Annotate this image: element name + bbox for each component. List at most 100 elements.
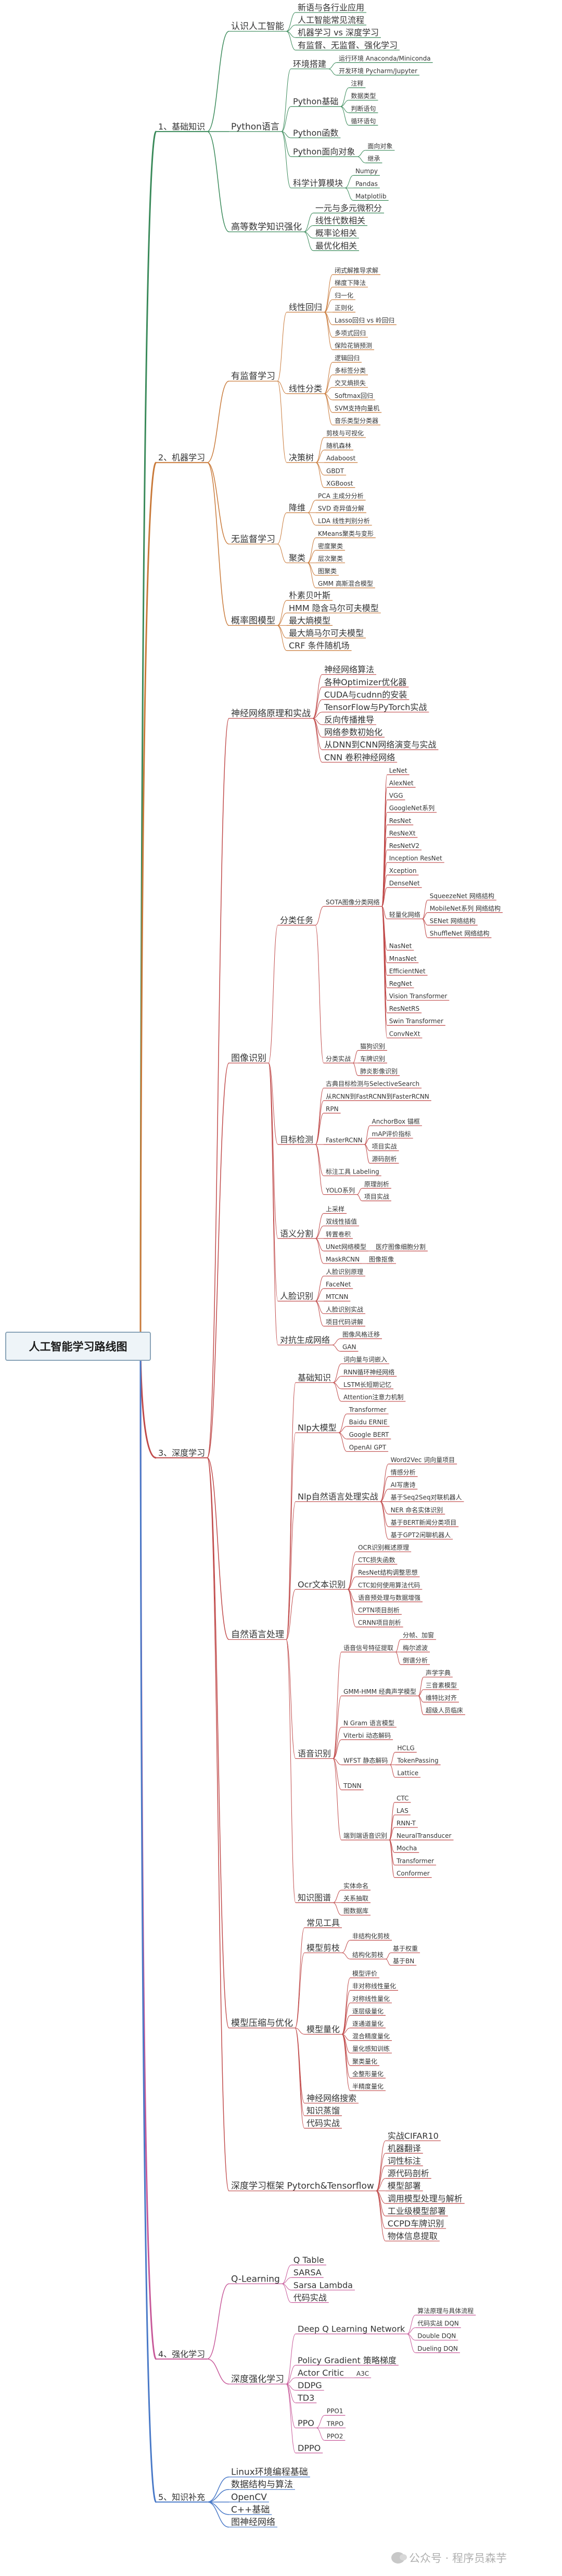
node-b3-3-5-2-1[interactable]: 声学字典 <box>423 1669 453 1678</box>
node-b3-2-1-1-8[interactable]: Inception ResNet <box>387 855 444 863</box>
node-b4-2-2[interactable]: Policy Gradient 策略梯度 <box>296 2355 399 2366</box>
node-b3-2-1-2-2[interactable]: 车牌识别 <box>358 1055 388 1064</box>
node-b3-2-1-1-11-3[interactable]: SENet 网络结构 <box>427 917 478 926</box>
node-b3-2-1-1-6[interactable]: ResNeXt <box>387 830 418 838</box>
node-b3-4-5[interactable]: 知识蒸馏 <box>304 2106 342 2116</box>
node-b2-1-1[interactable]: 线性回归 <box>287 302 325 313</box>
node-b2-2-2-5[interactable]: GMM 高斯混合模型 <box>316 579 375 588</box>
node-b4-1[interactable]: Q-Learning <box>229 2274 282 2284</box>
node-b3[interactable]: 3、深度学习 <box>156 1448 208 1459</box>
node-b3-3-5-5[interactable]: WFST 静态解码 <box>341 1757 390 1766</box>
node-b3-3-4-3[interactable]: ResNet结构调整思想 <box>355 1568 420 1577</box>
node-b3-2-1-1-11-4[interactable]: ShuffleNet 网络结构 <box>427 930 492 938</box>
node-b3-5[interactable]: 深度学习框架 Pytorch&Tensorflow <box>229 2181 376 2192</box>
node-b2-1-1-2[interactable]: 梯度下降法 <box>333 279 368 288</box>
node-b3-2-1-1-15[interactable]: RegNet <box>387 980 414 988</box>
node-b3-3-2-1[interactable]: Transformer <box>347 1406 389 1414</box>
node-b3-3-4-2[interactable]: CTC损失函数 <box>355 1556 398 1565</box>
node-b3-4-3[interactable]: 模型量化 <box>304 2025 342 2035</box>
node-b2-1-2-2[interactable]: 多标签分类 <box>333 367 368 376</box>
node-b2-1-3[interactable]: 决策树 <box>287 453 316 463</box>
node-b2-2-2-4[interactable]: 图聚类 <box>316 568 339 576</box>
node-b3-2-1-2-3[interactable]: 肺炎影像识别 <box>358 1068 400 1076</box>
node-b3-2-3-2[interactable]: 双线性插值 <box>324 1218 360 1227</box>
node-b1-1-2[interactable]: 人工智能常见流程 <box>296 15 367 25</box>
node-b2-1-2[interactable]: 线性分类 <box>287 384 325 394</box>
node-b1-2-5-1[interactable]: Numpy <box>353 168 380 176</box>
node-b2-1-2-6[interactable]: 音乐类型分类器 <box>333 417 381 426</box>
node-b3-3-5-2-2[interactable]: 三音素模型 <box>423 1681 459 1690</box>
node-b3-2-2-2[interactable]: 从RCNN到FastRCNN到FasterRCNN <box>324 1093 431 1101</box>
node-b5[interactable]: 5、知识补充 <box>156 2492 208 2503</box>
node-b3-4-3-5[interactable]: 逐通道量化 <box>350 2020 386 2029</box>
node-b1-2-2-3[interactable]: 判断语句 <box>349 105 378 113</box>
node-b3-5-6[interactable]: 调用模型处理与解析 <box>385 2194 465 2204</box>
node-b3-3-3-7[interactable]: 基于GPT2闲聊机器人 <box>388 1531 453 1540</box>
node-b3-3-6-3[interactable]: 图数据库 <box>341 1907 371 1916</box>
node-b3-2-5[interactable]: 对抗生成网络 <box>278 1335 333 1346</box>
node-b3-4[interactable]: 模型压缩与优化 <box>229 2018 295 2029</box>
node-b3-2-5-1[interactable]: 图像风格迁移 <box>340 1331 382 1339</box>
node-b4-2-1-4[interactable]: Dueling DQN <box>415 2345 460 2353</box>
node-b1-2-1-1[interactable]: 运行环境 Anaconda/Miniconda <box>336 54 433 63</box>
node-b1-3[interactable]: 高等数学知识强化 <box>229 222 304 233</box>
node-b4-2-5[interactable]: TD3 <box>296 2393 317 2403</box>
node-b4-1-1[interactable]: Q Table <box>291 2255 326 2265</box>
node-b3-2-1-1-7[interactable]: ResNetV2 <box>387 842 422 851</box>
node-b1-2-2[interactable]: Python基础 <box>290 97 341 107</box>
node-b3-3-5-7-6[interactable]: Transformer <box>394 1857 437 1865</box>
node-b5-4[interactable]: C++基础 <box>229 2505 272 2515</box>
node-b1-2-2-4[interactable]: 循环语句 <box>349 118 378 126</box>
node-b4-2[interactable]: 深度强化学习 <box>229 2374 286 2385</box>
node-b3-3-4-7[interactable]: CRNN项目剖析 <box>355 1619 403 1628</box>
node-b1-2-2-1[interactable]: 注释 <box>349 80 366 88</box>
node-b3-3-4-4[interactable]: CTC如何使用算法代码 <box>355 1581 423 1590</box>
node-b3-2-1-1-10[interactable]: DenseNet <box>387 880 422 888</box>
node-b4-2-4[interactable]: DDPG <box>296 2380 324 2391</box>
node-b2-1-1-4[interactable]: 正则化 <box>333 304 356 313</box>
node-b4-2-1-2[interactable]: 代码实战 DQN <box>415 2320 461 2328</box>
node-b2-1-1-7[interactable]: 保险花销预测 <box>333 341 375 351</box>
node-b3-4-3-3[interactable]: 对称线性量化 <box>350 1995 392 2003</box>
node-b3-1[interactable]: 神经网络原理和实战 <box>229 709 313 719</box>
node-b3-5-3[interactable]: 词性标注 <box>385 2156 423 2167</box>
node-b4[interactable]: 4、强化学习 <box>156 2349 208 2360</box>
node-b3-2-1-1-14[interactable]: EfficientNet <box>387 968 428 976</box>
node-b1-2-1[interactable]: 环境搭建 <box>290 59 328 70</box>
node-b1[interactable]: 1、基础知识 <box>156 122 208 132</box>
node-b3-2-1-1[interactable]: SOTA图像分类网络 <box>324 898 382 907</box>
node-b1-2-4-1[interactable]: 面向对象 <box>365 142 395 151</box>
node-b3-4-2-1[interactable]: 非结构化剪枝 <box>350 1932 392 1941</box>
node-b3-2-2-6[interactable]: YOLO系列 <box>324 1187 357 1195</box>
node-b3-2-1-1-19[interactable]: ConvNeXt <box>387 1030 423 1038</box>
node-b4-1-2[interactable]: SARSA <box>291 2268 324 2278</box>
node-b2-3[interactable]: 概率图模型 <box>229 615 277 626</box>
node-b3-4-2-2[interactable]: 结构化剪枝 <box>350 1951 386 1960</box>
node-b2-2-2[interactable]: 聚类 <box>287 553 308 563</box>
node-b2-1-2-1[interactable]: 逻辑回归 <box>333 355 362 363</box>
node-b3-3-5-7-4[interactable]: NeuralTransducer <box>394 1832 454 1840</box>
node-b3-3-5-2-4[interactable]: 超级人员临床 <box>423 1706 465 1715</box>
node-b3-4-1[interactable]: 常见工具 <box>304 1918 342 1928</box>
node-b3-2-1-1-13[interactable]: MnasNet <box>387 955 419 963</box>
node-b4-2-1-3[interactable]: Double DQN <box>415 2333 458 2341</box>
node-b3-4-3-9[interactable]: 全整形量化 <box>350 2070 386 2079</box>
node-b3-1-4[interactable]: TensorFlow与PyTorch实战 <box>322 702 429 713</box>
root-node[interactable]: 人工智能学习路线图 <box>5 1332 151 1361</box>
node-b3-2-2[interactable]: 目标检测 <box>278 1135 316 1145</box>
node-b3-2-4-3[interactable]: MTCNN <box>324 1293 351 1302</box>
node-b3-3-5-4[interactable]: Viterbi 动态解码 <box>341 1732 393 1741</box>
node-b1-3-1[interactable]: 一元与多元微积分 <box>313 203 385 214</box>
node-b4-2-1[interactable]: Deep Q Learning Network <box>296 2324 407 2335</box>
node-b3-3-5-6[interactable]: TDNN <box>341 1782 364 1791</box>
node-b3-2-2-4-3[interactable]: 项目实战 <box>369 1142 399 1151</box>
node-b3-1-6[interactable]: 网络参数初始化 <box>322 727 385 738</box>
node-b1-3-4[interactable]: 最优化相关 <box>313 241 360 251</box>
node-b3-3-3-3[interactable]: AI写唐诗 <box>388 1481 418 1490</box>
node-b4-2-6-1[interactable]: PPO1 <box>324 2407 346 2416</box>
node-b1-1[interactable]: 认识人工智能 <box>229 21 286 32</box>
node-b1-2-4-2[interactable]: 继承 <box>365 155 382 163</box>
node-b1-2-2-2[interactable]: 数据类型 <box>349 92 378 101</box>
node-b3-2-2-6-2[interactable]: 项目实战 <box>362 1193 391 1202</box>
node-b3-4-3-10[interactable]: 半精度量化 <box>350 2082 386 2091</box>
